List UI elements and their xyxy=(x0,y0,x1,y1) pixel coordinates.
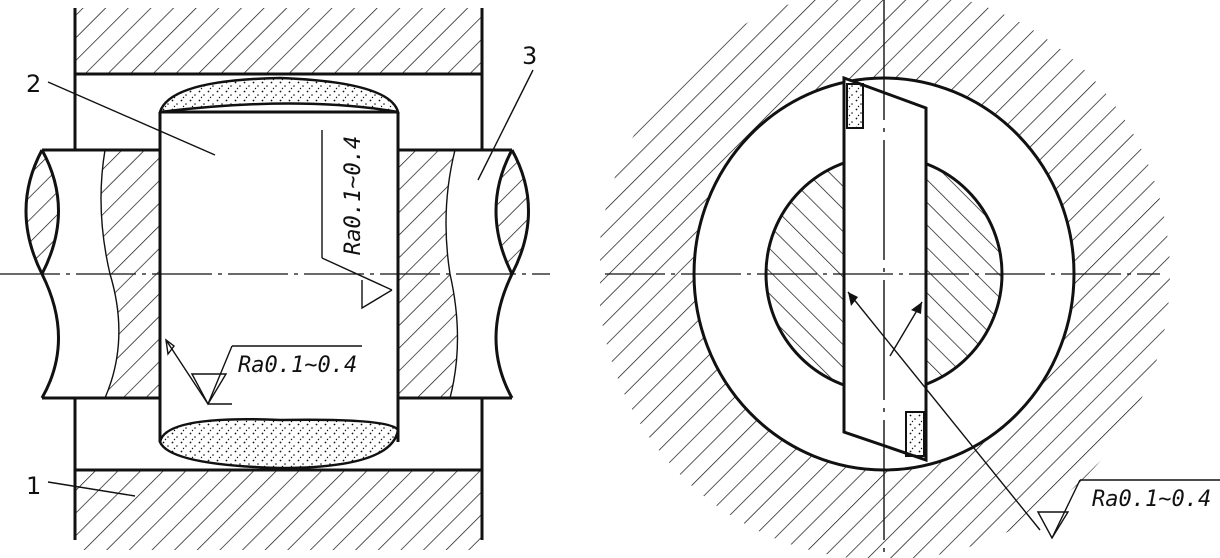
roughness-right-text: Ra0.1~0.4 xyxy=(1092,487,1211,512)
key-bottom-dotted xyxy=(158,417,400,470)
shaft-right-end-hatch xyxy=(496,150,529,274)
key-top-dotted xyxy=(158,76,400,114)
key-slot-bottom-dotted xyxy=(905,411,925,457)
label-part-1: 1 xyxy=(26,472,41,500)
roughness-symbol-right: Ra0.1~0.4 xyxy=(1036,479,1220,540)
shaft-left-end-hatch xyxy=(26,150,59,274)
roughness-vertical-text: Ra0.1~0.4 xyxy=(341,136,366,255)
roughness-symbol-lower-left: Ra0.1~0.4 xyxy=(165,338,362,406)
label-part-2: 2 xyxy=(26,70,41,98)
roughness-symbol-vertical: Ra0.1~0.4 xyxy=(321,130,393,310)
right-end-view: Ra0.1~0.4 xyxy=(600,0,1220,558)
key-slot-top-dotted xyxy=(846,83,864,129)
left-section-view: 1 2 3 Ra0.1~0.4 Ra0.1~0.4 xyxy=(0,8,550,550)
key-slot xyxy=(842,75,928,463)
housing-top xyxy=(75,8,482,74)
label-part-3: 3 xyxy=(522,42,537,70)
roughness-lower-left-text: Ra0.1~0.4 xyxy=(238,353,357,378)
housing-bottom xyxy=(75,470,482,550)
